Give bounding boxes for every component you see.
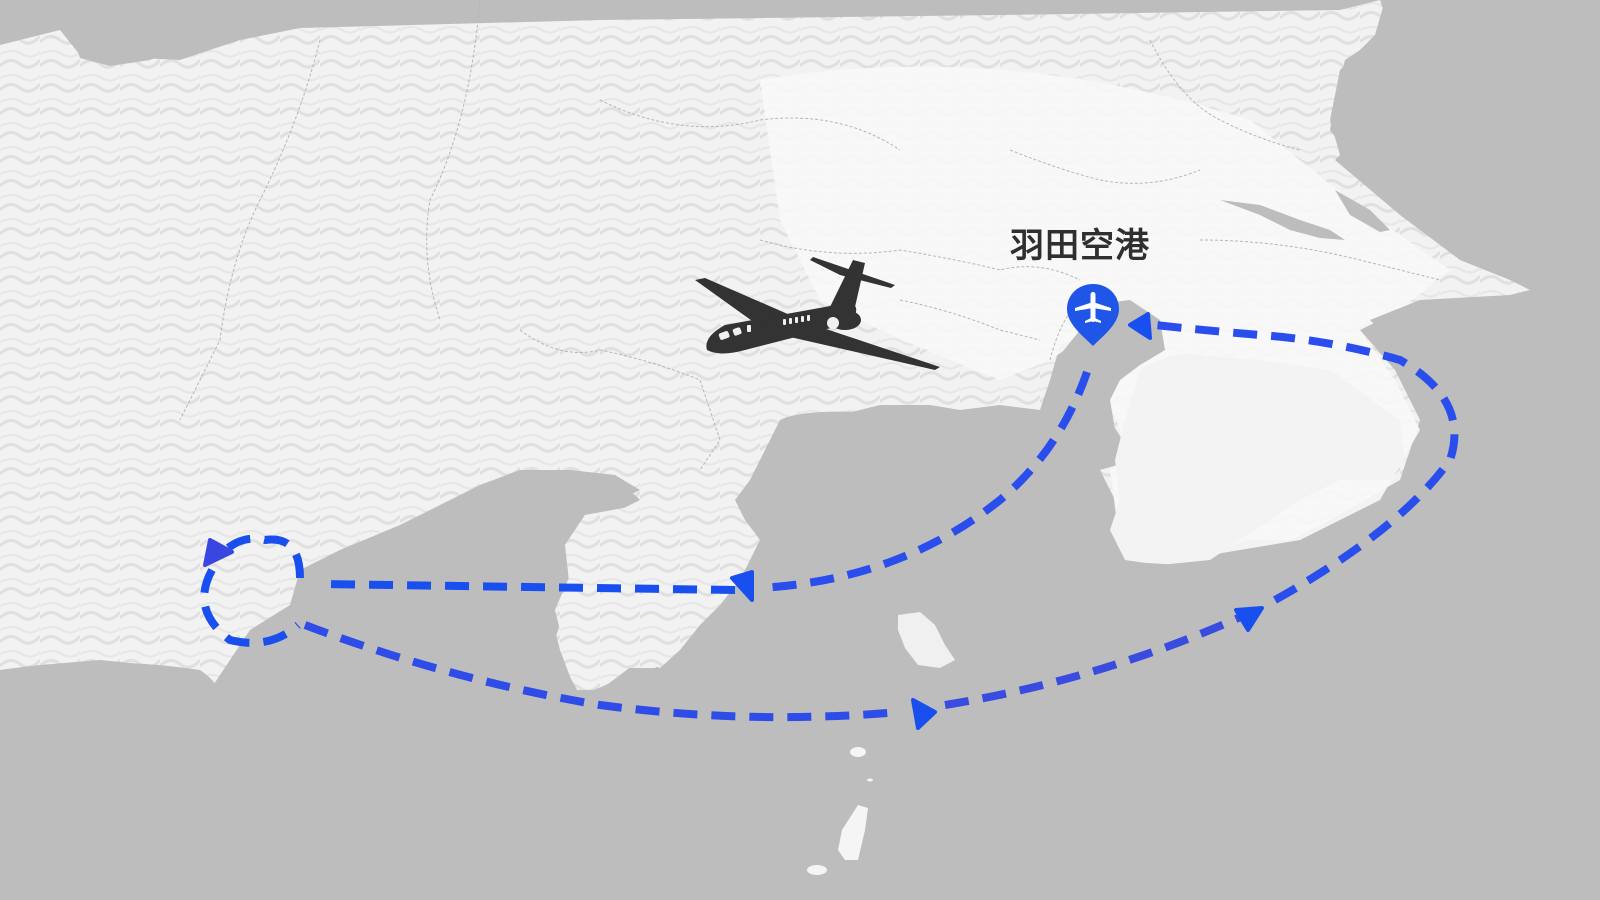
route-shizuoka-loop — [200, 534, 304, 647]
island-small-1 — [850, 747, 866, 757]
island-small-2 — [867, 778, 873, 782]
lake-kasumigaura — [1220, 200, 1345, 240]
arrowhead-sea-east — [911, 698, 937, 730]
airplane-pin-icon[interactable] — [1065, 282, 1121, 348]
izu-peninsula — [555, 505, 755, 690]
island-izu-oshima — [898, 612, 955, 668]
aircraft-windows — [718, 315, 839, 340]
arrowhead-west-izu — [730, 570, 754, 602]
arrowhead-haneda-return — [1128, 312, 1152, 340]
sea-northwest-bay — [70, 0, 400, 66]
airplane-glyph-icon — [1075, 292, 1111, 323]
lake-kitaura — [1335, 190, 1390, 232]
route-haneda-to-izu — [759, 370, 1091, 592]
island-niijima — [838, 805, 868, 860]
island-small-3 — [807, 865, 827, 875]
airport-label: 羽田空港 — [1010, 226, 1150, 266]
route-boso-to-haneda — [1154, 321, 1459, 604]
suruga-bay — [310, 475, 640, 640]
flight-routes — [200, 321, 1459, 722]
tokyo-bay — [1050, 300, 1165, 465]
route-sea-to-boso — [944, 611, 1247, 709]
arrowhead-boso-ne — [1234, 606, 1264, 632]
boso-peninsula — [1110, 354, 1405, 565]
sea-south — [0, 545, 1330, 900]
business-jet-icon — [695, 257, 940, 370]
route-izu-to-shizuoka — [319, 580, 736, 594]
route-shizuoka-to-sea — [303, 621, 901, 722]
prefecture-borders — [179, 0, 1441, 471]
route-arrowheads — [203, 312, 1264, 730]
arrowhead-shizuoka-loop — [203, 538, 234, 567]
